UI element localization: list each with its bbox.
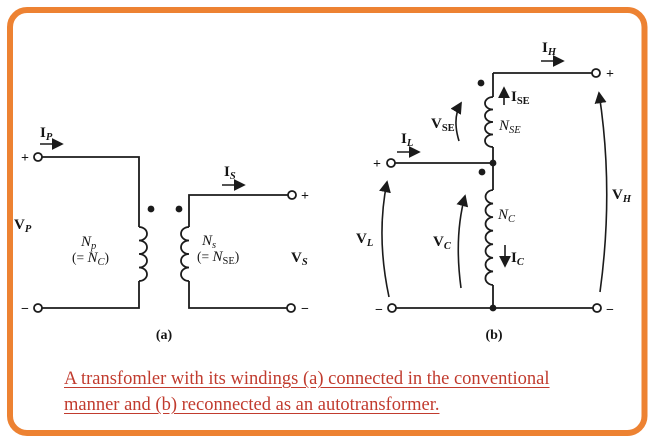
sign-plus-primary: +	[21, 151, 29, 166]
border-frame	[7, 7, 648, 436]
terminal-low-minus	[387, 303, 397, 313]
vse-arc-arrow	[450, 101, 462, 142]
label-il: IL	[401, 131, 413, 149]
label-ih: IH	[542, 40, 557, 58]
sign-minus-high: −	[606, 303, 614, 318]
terminal-secondary-minus	[286, 303, 296, 313]
label-vs: VS	[291, 250, 308, 268]
terminal-low-plus	[386, 158, 396, 168]
nse-coil	[484, 96, 494, 148]
polarity-dot-nc	[478, 168, 486, 176]
label-vh: VH	[612, 187, 632, 205]
secondary-coil	[180, 226, 190, 282]
caption-line-1: A transfomler with its windings (a) conn…	[64, 369, 550, 389]
label-ip: IP	[40, 125, 53, 143]
primary-bottom-wire	[42, 281, 140, 309]
vc-arc-arrow	[456, 194, 469, 289]
label-vse: VSE	[431, 116, 455, 134]
secondary-top-wire	[188, 194, 288, 227]
circuit-a: IP + VP Np (= NC) Ns (= NSE) IS VS + − −…	[14, 125, 309, 343]
caption: A transfomler with its windings (a) conn…	[64, 366, 564, 418]
terminal-high-minus	[592, 303, 602, 313]
primary-coil	[138, 226, 148, 282]
sign-minus-primary: −	[21, 302, 29, 317]
terminal-high-plus	[591, 68, 601, 78]
junction-dot-mid	[489, 159, 497, 167]
label-ns: Ns	[201, 233, 216, 251]
terminal-primary-plus	[33, 152, 43, 162]
label-nc: NC	[497, 207, 516, 225]
terminal-primary-minus	[33, 303, 43, 313]
primary-top-wire	[42, 156, 140, 227]
terminal-secondary-plus	[287, 190, 297, 200]
sign-plus-high: +	[606, 67, 614, 82]
subfigure-a-label: (a)	[156, 328, 173, 343]
label-np: Np	[80, 234, 96, 252]
vh-arc-arrow	[594, 91, 608, 293]
label-ise: ISE	[511, 89, 530, 107]
nc-coil	[484, 189, 494, 286]
junction-dot-bottom	[489, 304, 497, 312]
polarity-dot-nse	[477, 79, 485, 87]
label-ns-eq: (= NSE)	[197, 249, 239, 267]
sign-minus-low: −	[375, 303, 383, 318]
caption-line-2: manner and (b) reconnected as an autotra…	[64, 395, 440, 415]
polarity-dot-primary	[147, 205, 155, 213]
sign-plus-low: +	[373, 157, 381, 172]
sign-minus-secondary: −	[301, 302, 309, 317]
subfigure-b-label: (b)	[485, 328, 502, 343]
vl-arc-arrow	[379, 180, 391, 298]
polarity-dot-secondary	[175, 205, 183, 213]
label-ic: IC	[511, 250, 525, 268]
label-vp: VP	[14, 217, 32, 235]
circuit-b: IH + ISE NSE VSE IL + VL VC NC IC VH − −…	[356, 40, 632, 343]
label-np-eq: (= NC)	[72, 250, 109, 268]
label-is: IS	[224, 164, 236, 182]
label-vc: VC	[433, 234, 452, 252]
secondary-bottom-wire	[188, 281, 287, 309]
label-vl: VL	[356, 231, 373, 249]
sign-plus-secondary: +	[301, 189, 309, 204]
label-nse: NSE	[498, 118, 521, 136]
